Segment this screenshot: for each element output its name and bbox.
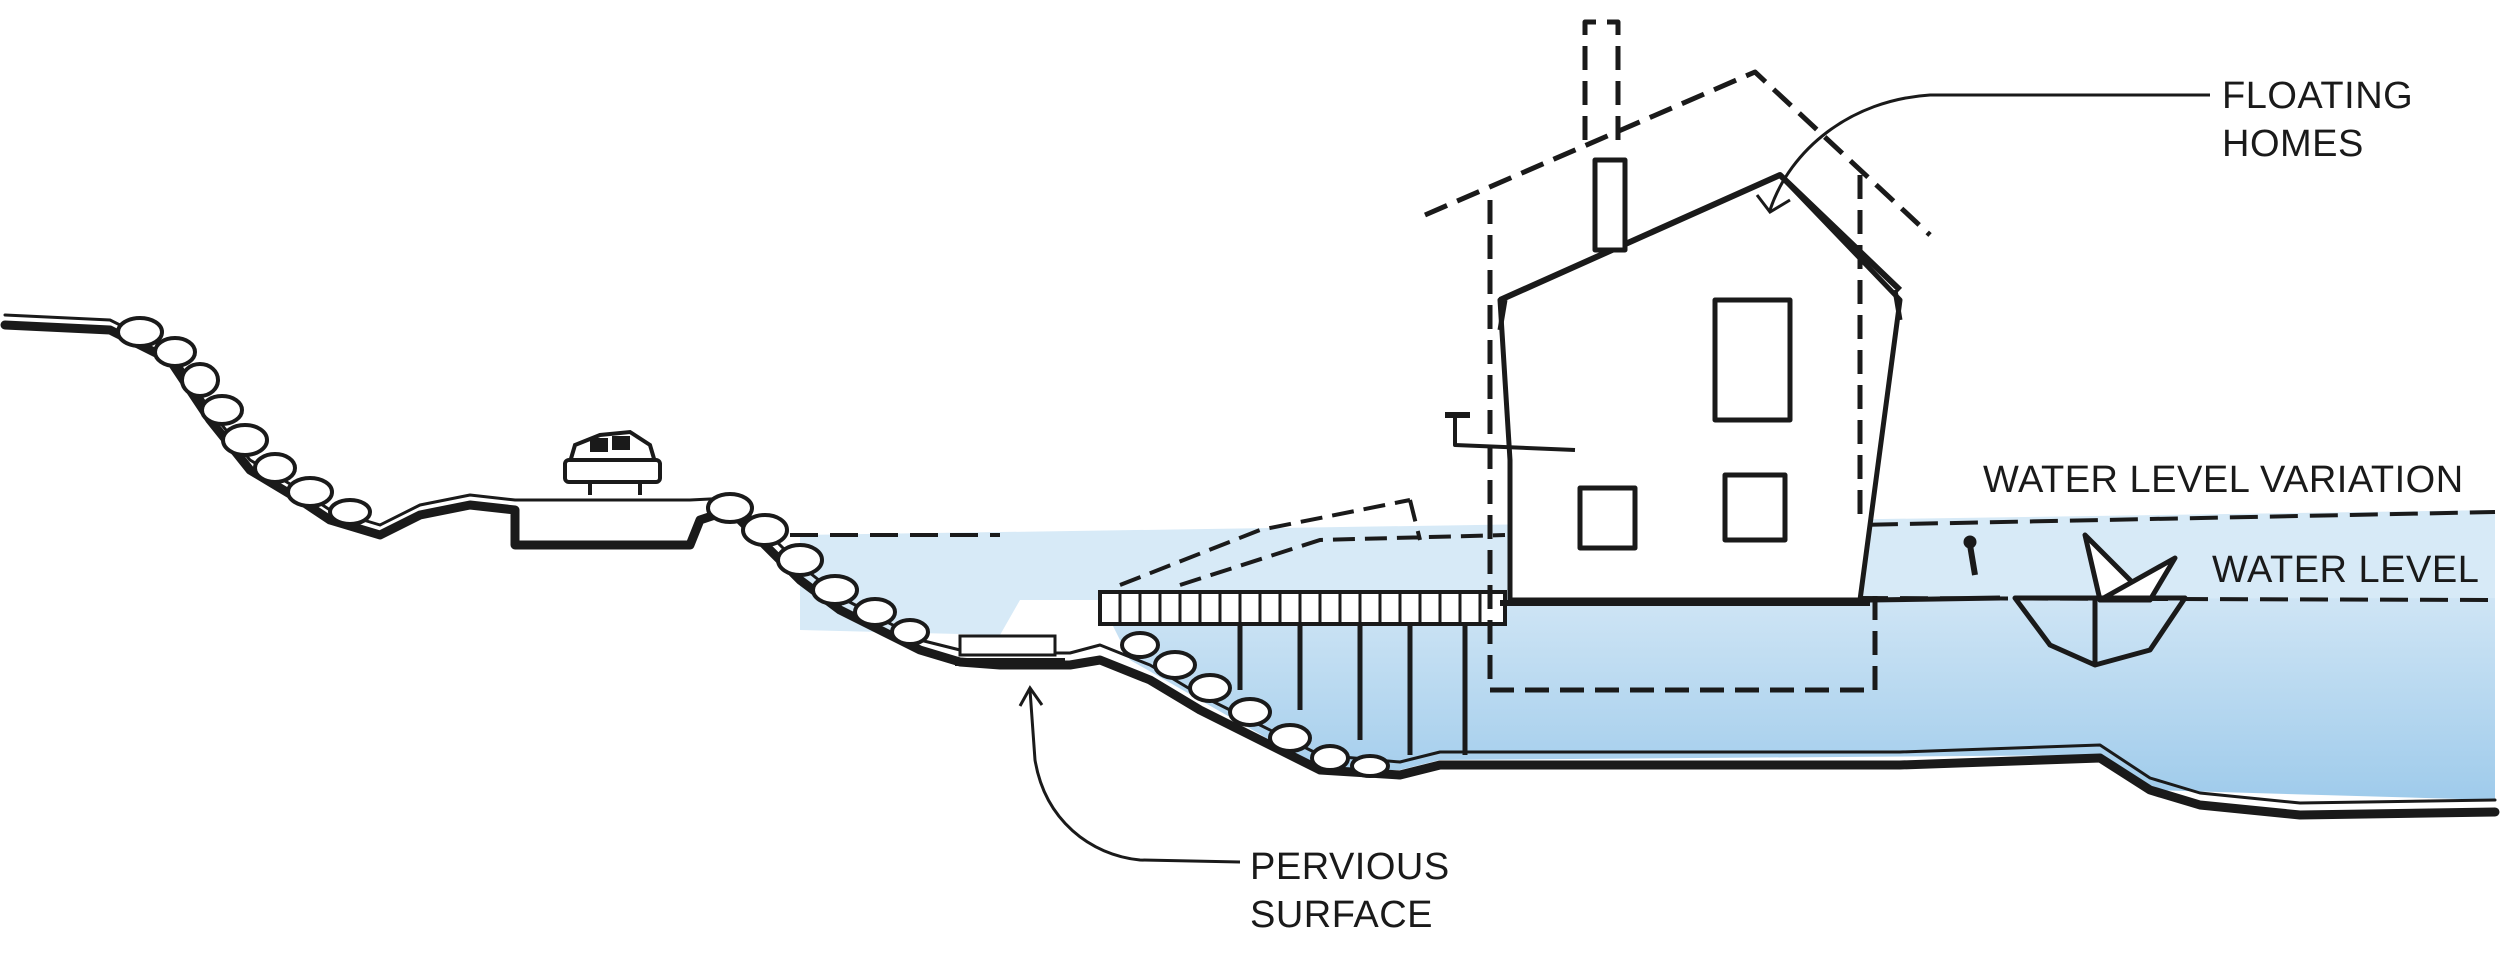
floating-home [1445, 157, 2001, 606]
water-level-variation-label: WATER LEVEL VARIATION [1983, 459, 2464, 501]
pervious-surface-leader [1028, 689, 1241, 864]
floating-homes-label-line2: HOMES [2222, 123, 2364, 165]
floating-homes-arrowhead [1755, 194, 1791, 214]
floating-home-raised-outline [1424, 19, 1932, 693]
pervious-surface-arrowhead [1018, 685, 1044, 707]
sailboat-icon [1963, 532, 2188, 668]
riprap-rocks-lower [1120, 631, 1390, 778]
floating-homes-label: FLOATING HOMES [2222, 72, 2413, 168]
floating-homes-label-line1: FLOATING [2222, 75, 2414, 117]
riprap-rocks-left [116, 316, 372, 526]
car-icon [563, 429, 662, 495]
floating-homes-leader [1768, 93, 2210, 211]
riprap-rocks-middle [706, 492, 930, 646]
pervious-surface-label-line1: PERVIOUS [1250, 846, 1450, 888]
water-body [1100, 598, 2495, 800]
pervious-surface-label-line2: SURFACE [1250, 894, 1433, 936]
water-level-label: WATER LEVEL [2212, 549, 2480, 591]
pier-deck [1098, 498, 1507, 755]
pervious-surface-label: PERVIOUS SURFACE [1250, 843, 1450, 939]
pervious-surface-strip [955, 634, 1065, 666]
